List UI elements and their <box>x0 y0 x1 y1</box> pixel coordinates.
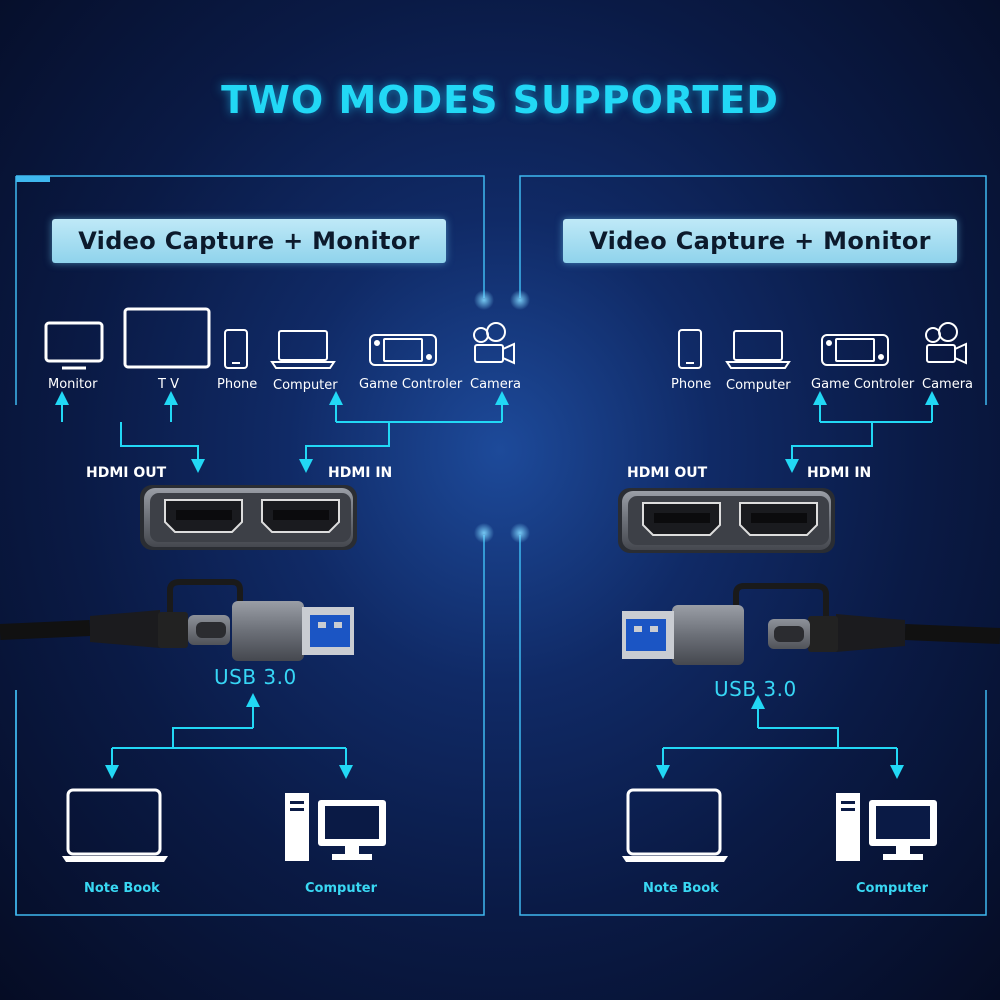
usb-c-connector-icon <box>768 619 810 649</box>
hdmi-out-label: HDMI OUT <box>627 465 708 481</box>
camera-icon <box>925 322 967 365</box>
left-capture-device <box>140 485 357 550</box>
left-output-connector <box>55 391 205 473</box>
device-label-tv: T V <box>158 377 179 392</box>
device-label-game-controler: Game Controler <box>811 377 915 392</box>
host-label-notebook: Note Book <box>643 881 719 896</box>
device-label-phone: Phone <box>671 377 712 392</box>
device-label-computer: Computer <box>273 378 338 393</box>
left-host-connector <box>105 693 353 779</box>
right-mode-label: Video Capture + Monitor <box>563 219 957 263</box>
hdmi-port-icon <box>261 499 340 533</box>
left-input-connector <box>299 391 509 473</box>
usb-label: USB 3.0 <box>714 677 797 701</box>
monitor-icon <box>44 321 104 370</box>
usb-a-connector-icon <box>232 601 354 661</box>
hdmi-in-label: HDMI IN <box>328 465 393 481</box>
hdmi-port-icon <box>642 502 721 536</box>
game-console-icon <box>369 334 437 366</box>
desktop-computer-icon <box>836 793 937 861</box>
tv-icon <box>123 307 211 369</box>
laptop-icon <box>270 330 336 369</box>
host-label-computer: Computer <box>856 881 929 896</box>
device-label-camera: Camera <box>922 377 974 392</box>
device-label-camera: Camera <box>470 377 522 392</box>
camera-icon <box>473 322 515 365</box>
usb-label: USB 3.0 <box>214 665 297 689</box>
device-label-phone: Phone <box>217 377 258 392</box>
left-panel-frame <box>15 175 485 916</box>
device-label-computer: Computer <box>726 378 791 393</box>
right-capture-device <box>618 488 835 553</box>
hdmi-in-label: HDMI IN <box>807 465 872 481</box>
usb-a-connector-icon <box>622 605 744 665</box>
left-usb-cable <box>0 579 354 661</box>
hdmi-out-label: HDMI OUT <box>86 465 167 481</box>
phone-icon <box>678 329 702 369</box>
right-panel-frame <box>519 175 987 916</box>
laptop-icon <box>725 330 791 369</box>
usb-c-connector-icon <box>188 615 230 645</box>
host-label-computer: Computer <box>305 881 378 896</box>
page-title: TWO MODES SUPPORTED <box>221 78 779 122</box>
right-usb-cable <box>622 583 1000 665</box>
device-label-game-controler: Game Controler <box>359 377 463 392</box>
host-label-notebook: Note Book <box>84 881 160 896</box>
hdmi-port-icon <box>739 502 818 536</box>
phone-icon <box>224 329 248 369</box>
right-host-connector <box>656 695 904 779</box>
game-console-icon <box>821 334 889 366</box>
notebook-icon <box>62 788 168 862</box>
notebook-icon <box>622 788 728 862</box>
left-mode-label: Video Capture + Monitor <box>52 219 446 263</box>
device-label-monitor: Monitor <box>48 377 98 392</box>
desktop-computer-icon <box>285 793 386 861</box>
right-input-connector <box>785 391 939 473</box>
hdmi-port-icon <box>164 499 243 533</box>
